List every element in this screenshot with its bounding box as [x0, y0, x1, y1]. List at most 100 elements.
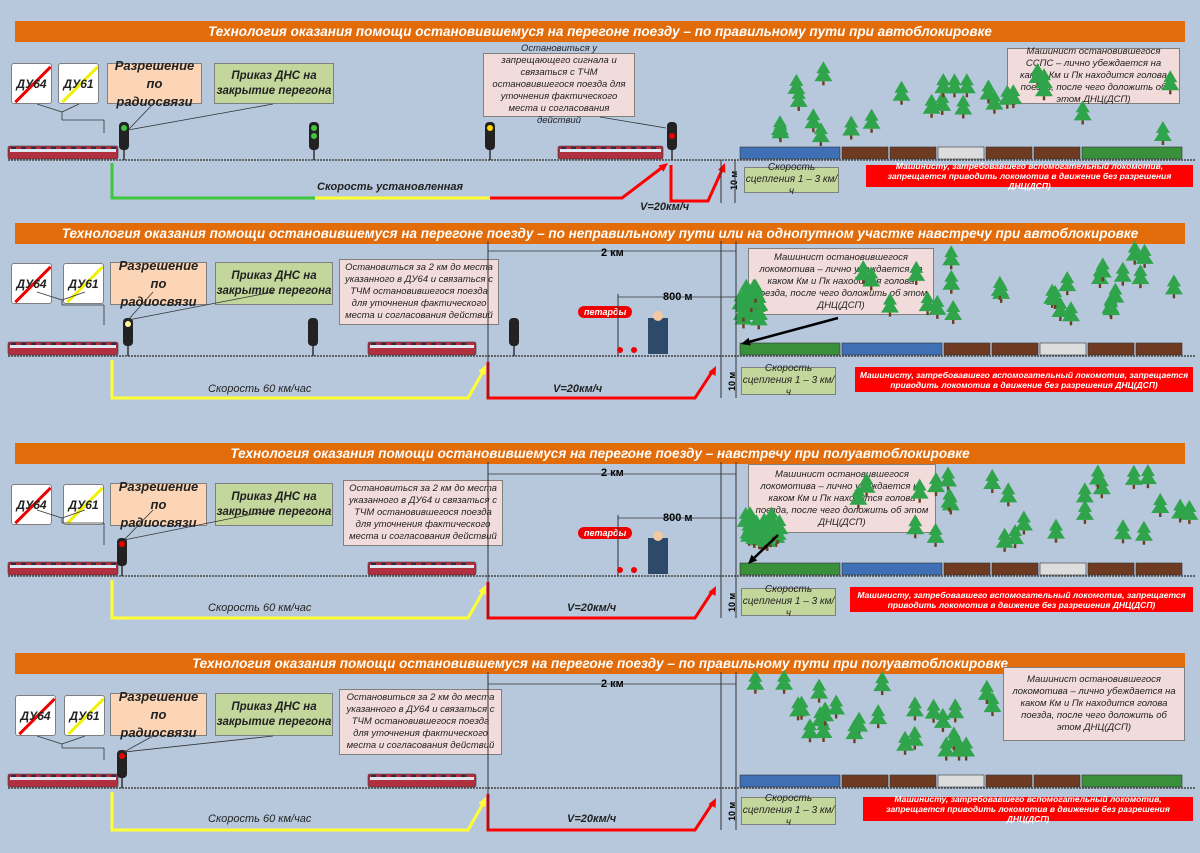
locomotive-window [651, 147, 656, 149]
tree [1153, 127, 1172, 142]
tree [944, 732, 963, 747]
locomotive-stripe [370, 777, 474, 780]
tree [1046, 290, 1065, 305]
tree-trunk [1022, 530, 1026, 535]
signal-lamp [125, 337, 131, 343]
tree-trunk [759, 545, 763, 550]
tree [977, 685, 996, 700]
tree [789, 92, 808, 107]
two-km-label: 2 км [598, 467, 627, 479]
tree [1075, 488, 1094, 503]
signal-lamp [121, 125, 127, 131]
panel-title: Технология оказания помощи остановившему… [15, 653, 1185, 674]
tree-trunk [865, 492, 868, 497]
locomotive-window [371, 775, 376, 777]
tree [1016, 510, 1031, 523]
tree-trunk [1178, 518, 1182, 523]
tree-trunk [987, 99, 990, 104]
signal-lamp [310, 329, 316, 335]
two-km-label: 2 км [598, 247, 627, 259]
flat-wagon [1135, 562, 1183, 576]
locomotive-window [11, 775, 16, 777]
tree [1102, 301, 1121, 316]
tree-trunk [957, 756, 961, 761]
arrow-head [741, 337, 751, 346]
driver-note: Машинист остановившегося локомотива – ли… [748, 464, 936, 533]
flat-wagon [1033, 146, 1081, 160]
locomotive-stripe [10, 565, 116, 568]
du64-form: ДУ64 [11, 263, 52, 304]
locomotive-window [591, 147, 596, 149]
tree-trunk [948, 507, 951, 512]
locomotive-window [391, 563, 396, 565]
flat-wagon [991, 342, 1039, 356]
tree-trunk [849, 135, 853, 140]
tank-wagon [937, 774, 985, 788]
green-locomotive [739, 562, 841, 576]
locomotive-window [81, 775, 86, 777]
tree [942, 275, 961, 290]
speed-line-red [669, 165, 724, 203]
tree-trunk [941, 110, 944, 115]
stop-note: Остановиться за 2 км до места указанного… [339, 689, 502, 755]
du61-form: ДУ61 [64, 695, 105, 736]
arrow-head [748, 554, 758, 564]
connector-line [127, 291, 154, 321]
tree [983, 698, 1002, 713]
locomotive-window [461, 343, 466, 345]
signal-lamp [311, 133, 317, 139]
tree-trunk [1100, 494, 1104, 499]
tree [746, 284, 765, 299]
locomotive-window [641, 147, 646, 149]
petard [631, 567, 637, 573]
locomotive-window [61, 343, 66, 345]
locomotive-window [91, 563, 96, 565]
tree [775, 675, 794, 690]
locomotive-window [421, 343, 426, 345]
locomotive-window [401, 775, 406, 777]
tree-trunk [1169, 90, 1172, 95]
tree [1014, 516, 1033, 531]
tree [1075, 505, 1094, 520]
connector-line [36, 509, 63, 519]
locomotive-window [81, 563, 86, 565]
petard [617, 567, 623, 573]
tree [990, 281, 1009, 296]
locomotive-window [101, 147, 106, 149]
tree [1171, 504, 1190, 519]
signal-lamp [119, 761, 125, 767]
tree [814, 67, 833, 82]
tree-trunk [774, 542, 778, 547]
tree-trunk [1188, 519, 1191, 524]
locomotive-window [21, 147, 26, 149]
locomotive-window [381, 343, 386, 345]
tree-trunk [1146, 484, 1150, 489]
v20-label: V=20км/ч [640, 201, 690, 213]
tree [804, 114, 823, 129]
tree-trunk [1066, 291, 1069, 296]
tree [873, 677, 892, 692]
tree [939, 472, 958, 487]
speed-line-red [486, 362, 714, 400]
speed-line-red [490, 164, 665, 200]
signal-lamp [511, 329, 517, 335]
tree [842, 121, 861, 136]
speed-label: Скорость 60 км/час [208, 813, 312, 825]
connector-line [123, 509, 154, 541]
tree [1164, 280, 1183, 295]
locomotive-window [101, 563, 106, 565]
closure-order-box: Приказ ДНС на закрытие перегона [215, 483, 333, 526]
closure-order-box: Приказ ДНС на закрытие перегона [215, 262, 333, 305]
tree-trunk [753, 544, 756, 549]
locomotive-window [451, 563, 456, 565]
tree-trunk [857, 504, 860, 509]
green-locomotive [1081, 774, 1183, 788]
signal-lamp [487, 141, 493, 147]
locomotive-window [81, 343, 86, 345]
locomotive-window [431, 775, 436, 777]
locomotive-window [431, 563, 436, 565]
closure-order-box: Приказ ДНС на закрытие перегона [215, 693, 333, 736]
locomotive-window [61, 775, 66, 777]
tree-trunk [926, 311, 929, 316]
tree [814, 723, 833, 738]
